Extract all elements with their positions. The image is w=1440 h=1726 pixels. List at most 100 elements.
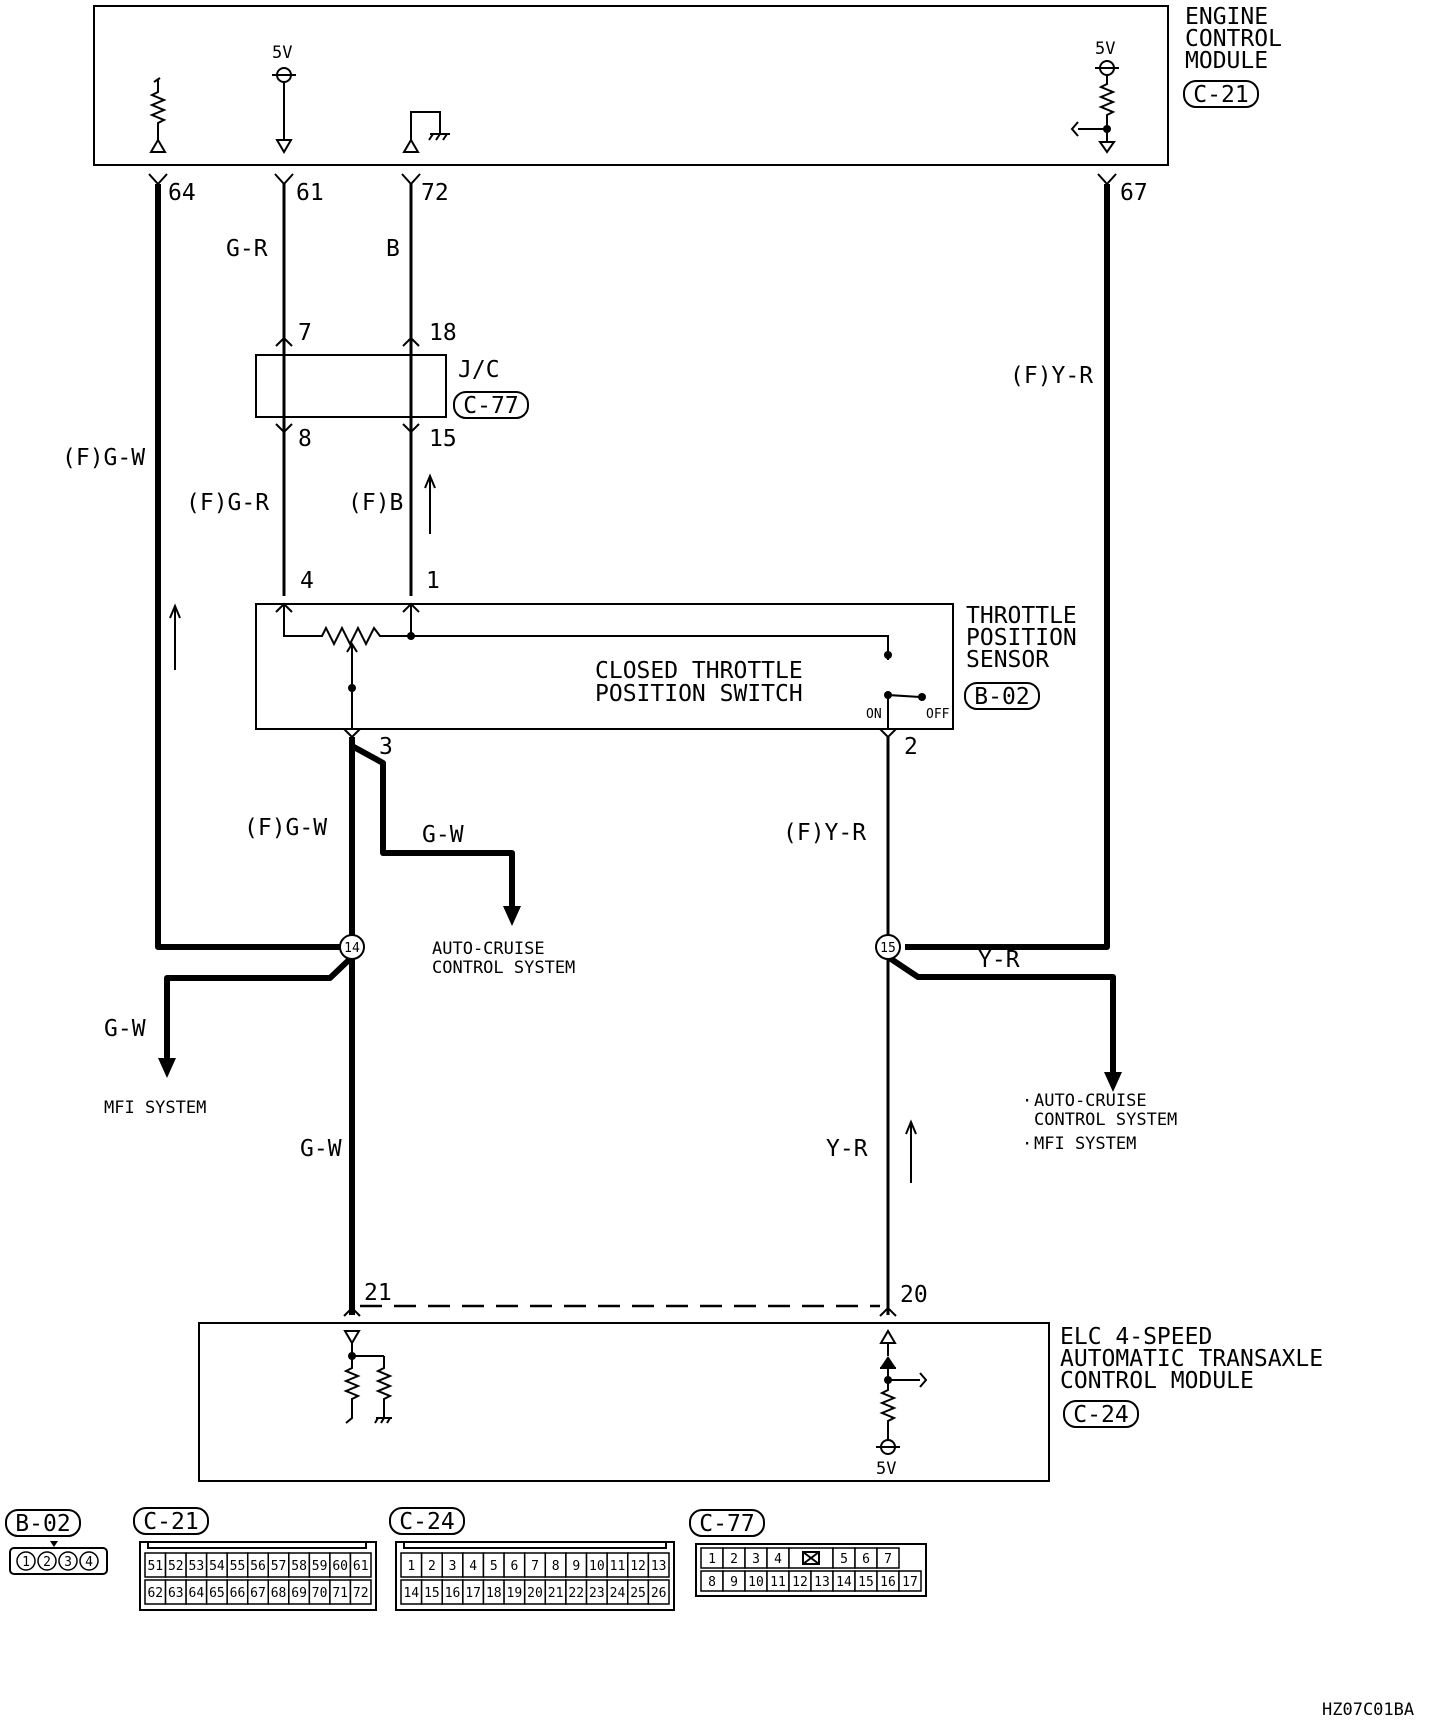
c21-pin-58: 58 [291,1559,307,1574]
c24-pin-10: 10 [589,1559,605,1574]
c77-pin-12: 12 [792,1575,808,1590]
c21-pin-72: 72 [353,1586,369,1601]
tps-switch-off: OFF [926,707,950,722]
c77-pin-9: 9 [730,1575,738,1590]
b02-view-label: B-02 [15,1511,70,1537]
c21-pin-59: 59 [312,1559,328,1574]
c21-pin-54: 54 [209,1559,225,1574]
b02-pin-2: 2 [43,1555,51,1570]
c24-pin-26: 26 [651,1586,667,1601]
c24-pin-7: 7 [531,1559,539,1574]
wire-label-fgr-mid: (F)G-R [186,490,269,516]
tps-pin-4: 4 [300,568,314,594]
c24-pin-23: 23 [589,1586,605,1601]
tps-connector-label: B-02 [974,684,1029,710]
c21-pin-70: 70 [312,1586,328,1601]
tcm-pin20-circuit: 5V [876,1329,928,1479]
c77-pin-1: 1 [708,1552,716,1567]
c21-pin-69: 69 [291,1586,307,1601]
c24-pin-24: 24 [610,1586,626,1601]
junction-15-label: 15 [880,941,896,956]
dest-right-bullet1: · [1022,1091,1032,1111]
ecm-name-line1: ENGINE [1185,4,1268,30]
c77-pin-10: 10 [748,1575,764,1590]
tcm-name-line1: ELC 4-SPEED [1060,1324,1212,1350]
wire-fyr-right [905,184,1110,950]
wire-label-gr-top: G-R [226,236,268,262]
c77-pin-17-shape [898,1570,922,1592]
c77-pin-2: 2 [730,1552,738,1567]
c24-pin-25: 25 [630,1586,646,1601]
jc-connector-label: C-77 [463,393,518,419]
c21-view-badge [133,1507,209,1535]
c24-pin-1: 1 [407,1559,415,1574]
jc-pin-15: 15 [429,426,457,452]
c21-pin-66: 66 [230,1586,246,1601]
junction-14-label: 14 [344,941,360,956]
wire-gw-mfi [164,954,355,1060]
arrow-up-icon [169,603,181,670]
jc-connector-badge [453,391,529,419]
tps-name-line1: THROTTLE [966,603,1077,629]
c24-pin-5: 5 [490,1559,498,1574]
ecm-5v-left: 5V [272,43,292,63]
wire-label-fyr-mid: (F)Y-R [783,820,866,846]
jc-box [255,354,447,418]
tcm-name-line2: AUTOMATIC TRANSAXLE [1060,1346,1323,1372]
c21-pin-60: 60 [332,1559,348,1574]
c21-pin-53: 53 [189,1559,205,1574]
c21-pin-61-shape [349,1552,372,1578]
ecm-module: ENGINE CONTROL MODULE C-21 5V 5V [93,4,1282,166]
tps-potentiometer [283,604,411,647]
tps-pin-2: 2 [904,734,918,760]
c24-pin-11: 11 [610,1559,626,1574]
c77-pin-3: 3 [752,1552,760,1567]
c21-view-label: C-21 [143,1509,198,1535]
b02-pin-4: 4 [85,1555,93,1570]
tps-name-line3: SENSOR [966,647,1049,673]
c77-pin-5: 5 [840,1552,848,1567]
closed-throttle-switch [887,694,921,698]
tcm-diode-icon [880,1356,896,1368]
ecm-pin72-circuit [402,111,450,153]
c77-pin-16: 16 [880,1575,896,1590]
c24-pin-9: 9 [572,1559,580,1574]
c77-pin-7-shape [876,1547,900,1569]
tcm-box [198,1322,1050,1482]
tps-pin-3: 3 [379,734,393,760]
b02-pin-1-shape [16,1551,36,1571]
tps-pin-1: 1 [426,568,440,594]
wire-label-fb-mid: (F)B [348,490,403,516]
c24-pin-6: 6 [510,1559,518,1574]
flow-arrows [169,473,917,1183]
c77-pin-11: 11 [770,1575,786,1590]
tps-switch-on: ON [866,707,882,722]
c24-pin-26-shape [647,1579,670,1605]
c24-view-badge [389,1507,465,1535]
c21-pin-71: 71 [332,1586,348,1601]
c77-pin-14: 14 [836,1575,852,1590]
jc-pin-8: 8 [298,426,312,452]
c77-pin-4: 4 [774,1552,782,1567]
ecm-pin-61: 61 [296,180,324,206]
tcm-pin21-circuit [343,1330,393,1424]
c77-pin-6: 6 [862,1552,870,1567]
c24-pin-3: 3 [449,1559,457,1574]
wire-label-gw-mfi: G-W [104,1016,146,1042]
c24-pin-17: 17 [465,1586,481,1601]
ecm-pin61-circuit: 5V [272,43,296,154]
wire-label-fgw-left: (F)G-W [62,445,145,471]
ecm-ground-icon [428,133,450,141]
figure-code: HZ07C01BA [1322,1700,1414,1720]
ecm-pin67-circuit: 5V [1070,39,1119,154]
tcm-ground-icon [374,1417,392,1424]
wire-label-fgw-mid: (F)G-W [244,815,327,841]
c24-pin-14: 14 [403,1586,419,1601]
c24-pin-4: 4 [469,1559,477,1574]
dest-right-bullet2: · [1022,1134,1032,1154]
wire-label-gw-bottom: G-W [300,1136,342,1162]
dest-cruise-mid-line1: AUTO-CRUISE [432,939,545,959]
tcm-5v: 5V [876,1459,896,1479]
